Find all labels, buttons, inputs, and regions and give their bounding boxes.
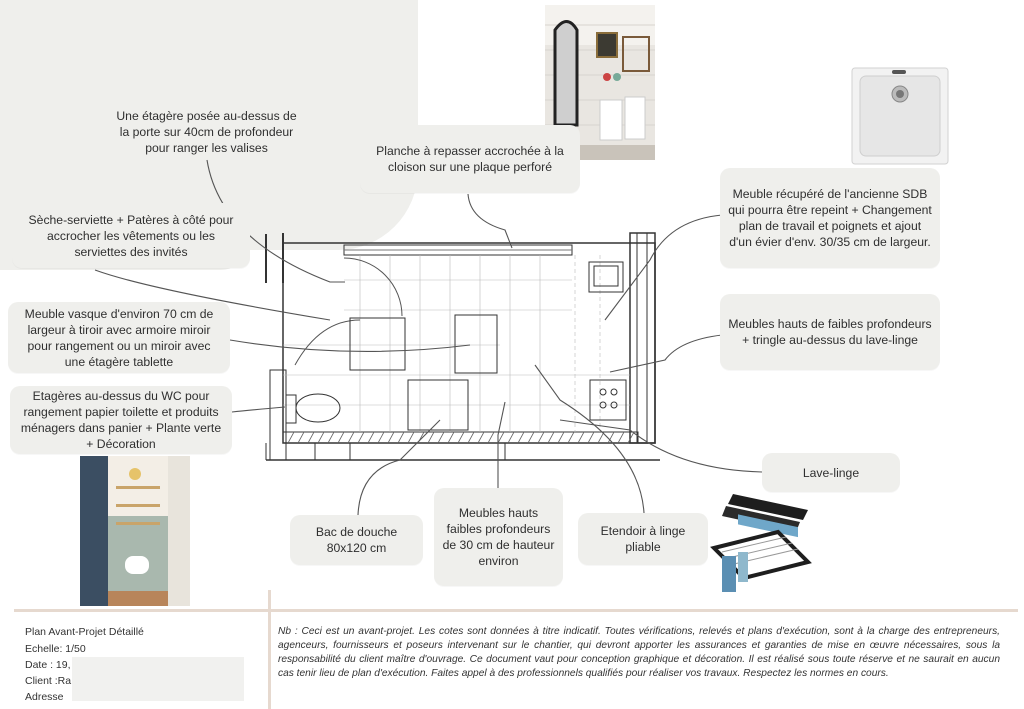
sink-photo xyxy=(850,66,950,166)
note-recovered-cabinet: Meuble récupéré de l'ancienne SDB qui po… xyxy=(720,168,940,268)
wc-photo xyxy=(80,456,190,606)
note-ironing-board: Planche à repasser accrochée à la cloiso… xyxy=(360,125,580,193)
ironing-board-photo xyxy=(545,5,655,160)
note-shower-tray: Bac de douche 80x120 cm xyxy=(290,515,423,565)
note-shelf-suitcases: Une étagère posée au-dessus de la porte … xyxy=(116,109,297,155)
note-drying-rack: Etendoir à linge pliable xyxy=(578,513,708,565)
plan-scale: Echelle: 1/50 xyxy=(25,643,86,655)
plan-address: Adresse xyxy=(25,691,64,703)
plan-title: Plan Avant-Projet Détaillé xyxy=(25,626,144,638)
footer-vertical-divider xyxy=(268,590,271,709)
plan-date: Date : 19, xyxy=(25,659,71,671)
note-high-cabinets-30: Meubles hauts faibles profondeurs de 30 … xyxy=(434,488,563,586)
note-washing-machine: Lave-linge xyxy=(762,453,900,492)
redaction-block xyxy=(72,657,244,701)
note-vanity: Meuble vasque d'environ 70 cm de largeur… xyxy=(8,302,230,373)
footer-divider xyxy=(14,609,1018,612)
plan-client: Client :Ra xyxy=(25,675,72,687)
note-high-cabinets-laundry: Meubles hauts de faibles profondeurs + t… xyxy=(720,294,940,370)
drying-rack-photo xyxy=(708,492,814,598)
note-wc-shelves: Etagères au-dessus du WC pour rangement … xyxy=(10,386,232,454)
disclaimer-text: Nb : Ceci est un avant-projet. Les cotes… xyxy=(278,626,1000,679)
note-towel-dryer: Sèche-serviette + Patères à côté pour ac… xyxy=(12,203,250,268)
